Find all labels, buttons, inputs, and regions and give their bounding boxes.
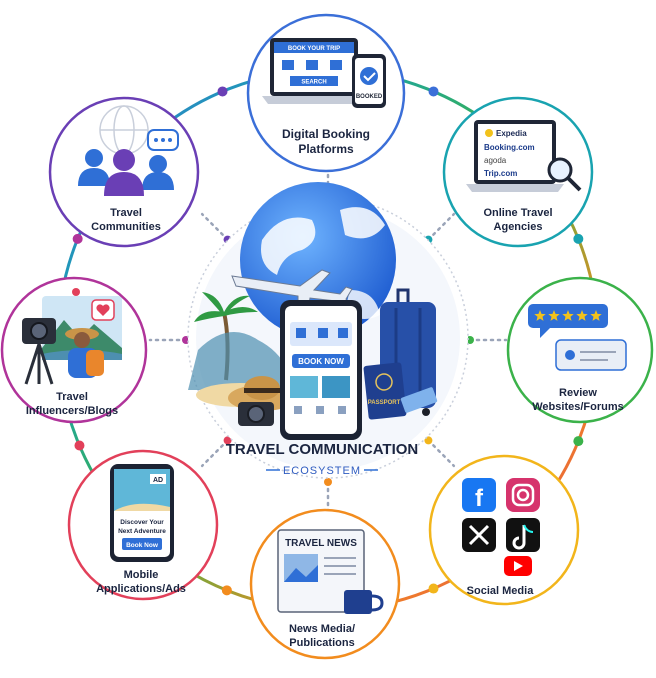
node-label-line2: Platforms [298,142,354,156]
node-label-line1: Digital Booking [282,127,370,141]
star-icon [576,310,588,321]
node-label-line2: Agencies [494,221,543,233]
diagram-title: TRAVEL COMMUNICATION [226,441,419,458]
star-icon [548,310,560,321]
node-label-line2: Influencers/Blogs [26,405,118,417]
brand-agoda: agoda [484,156,507,165]
phone-ad-icon: AD Discover Your Next Adventure Book Now [110,464,174,562]
youtube-icon [504,556,532,576]
node-label-line1: Travel [56,391,88,403]
svg-text:f: f [475,485,484,512]
spoke-line [427,439,456,468]
star-icon [590,310,602,321]
node-travel-communities: Travel Communities [48,96,200,248]
node-label-line1: Social Media [467,585,535,597]
passport-icon: PASSPORT [363,362,438,420]
x-icon [462,518,496,552]
heart-icon [91,299,115,321]
node-label-line2: Websites/Forums [532,401,624,413]
ota-laptop-icon: Expedia Booking.com agoda Trip.com [466,120,564,192]
news-header: TRAVEL NEWS [285,538,357,549]
node-label-line1: Review [559,387,597,399]
palm-tree-icon [188,292,288,407]
phone-booking-app: BOOK NOW [280,300,362,440]
node-news-media: TRAVEL NEWS News Media/ Publications [249,508,401,660]
ring-dot [573,436,584,447]
ring-dot [221,585,232,596]
ad-line1: Discover Your [120,519,164,526]
spoke-dot [223,436,232,445]
camera-icon [238,402,274,426]
ring-dots [72,86,584,596]
node-label-line1: Mobile [124,569,159,581]
laptop-icon: BOOK YOUR TRIP SEARCH [262,38,366,104]
star-icon [562,310,574,321]
node-travel-influencers: Travel Influencers/Blogs [0,276,148,424]
node-digital-booking: BOOK YOUR TRIP SEARCH BOOKED Digital Boo… [246,13,406,173]
ring-dot [72,233,83,244]
book-now-button: BOOK NOW [298,357,344,366]
tiktok-icon [506,518,540,552]
node-label-line2: Communities [91,221,161,233]
globe-icon [240,182,396,338]
node-label-line1: Travel [110,207,142,219]
coffee-mug-icon [344,590,384,614]
ring-dot [573,233,584,244]
node-label-line2: Publications [289,637,354,649]
node-review-websites: Review Websites/Forums [506,276,654,424]
phone-booked-icon: BOOKED [352,54,386,108]
search-button: SEARCH [301,80,326,86]
diagram-subtitle: ECOSYSTEM [283,465,361,477]
chat-bubble-icon [147,129,179,151]
passport-label: PASSPORT [368,400,401,406]
people-group-icon [78,149,174,196]
newspaper-icon: TRAVEL NEWS [277,529,365,613]
magnifier-icon [547,157,582,192]
ring-dot [428,583,439,594]
ad-book-now-button: Book Now [126,542,159,549]
traveler-icon [65,328,104,378]
brand-trip: Trip.com [484,169,517,178]
brand-expedia: Expedia [496,129,527,138]
node-social-media: f Social Media [428,454,580,606]
ring-dot [428,86,439,97]
stars-bubble-icon [528,304,608,338]
booked-label: BOOKED [356,94,383,100]
spoke-dot [324,478,332,486]
spoke-line [200,439,229,468]
center-hub: BOOK NOW PASSPORT TRAVEL COMMUNICATION [187,182,469,479]
star-icon [534,310,546,321]
brand-booking: Booking.com [484,143,535,152]
facebook-icon: f [462,478,496,512]
tripod-camera-icon [22,318,56,385]
node-label-line1: Online Travel [483,207,552,219]
ring-dot [74,440,85,451]
ad-line2: Next Adventure [118,528,166,535]
ring-dot [217,86,228,97]
ad-badge: AD [153,477,163,484]
node-label-line1: News Media/ [289,623,355,635]
instagram-icon [506,478,540,512]
node-label-line2: Applications/Ads [96,583,186,595]
spoke-line [427,212,456,241]
spoke-line [200,212,229,241]
comment-bubble-icon [555,339,627,371]
node-online-travel-agencies: Expedia Booking.com agoda Trip.com Onlin… [442,96,594,248]
book-your-trip-header: BOOK YOUR TRIP [288,46,340,52]
node-mobile-apps: AD Discover Your Next Adventure Book Now… [67,449,219,601]
